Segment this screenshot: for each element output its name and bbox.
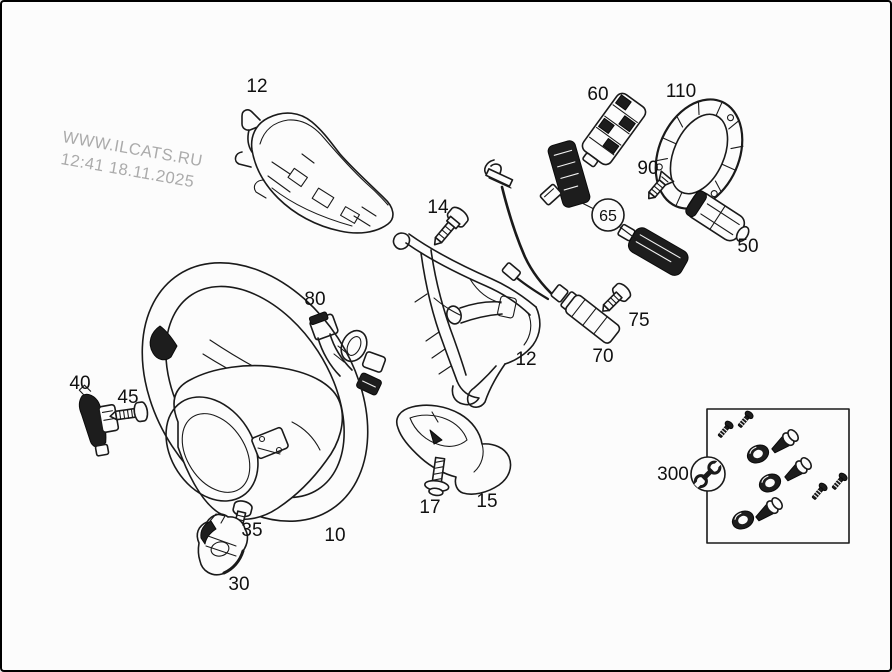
part-label-300: 300: [657, 464, 689, 485]
harness-70-drawing: [484, 159, 621, 344]
part-labels: 12 60 110 90 50 14 80 75 70 12 40 45 35 …: [69, 76, 758, 595]
part-label-75: 75: [628, 310, 649, 331]
contact-ring-110-drawing: [654, 98, 744, 210]
part-label-70: 70: [592, 346, 613, 367]
part-label-30: 30: [228, 574, 249, 595]
watermark: WWW.ILCATS.RU 12:41 18.11.2025: [59, 128, 204, 191]
screw-75-drawing: [602, 282, 632, 312]
part-label-45: 45: [117, 387, 138, 408]
lower-cover-15-drawing: [396, 404, 512, 495]
part-label-10: 10: [324, 525, 345, 546]
part-label-90: 90: [637, 158, 658, 179]
part-12-frame-drawing: [392, 232, 541, 408]
repair-kit-300-drawing: [690, 408, 850, 544]
screw-17-drawing: [424, 456, 450, 497]
steering-wheel-10-drawing: [141, 261, 369, 523]
screw-14-drawing: [433, 206, 469, 246]
part-label-110: 110: [666, 81, 696, 102]
part-label-35: 35: [241, 520, 262, 541]
switch-60-drawing: [581, 92, 647, 168]
switch-assembly-65-drawing: [539, 140, 689, 276]
callout-65: 65: [591, 198, 625, 232]
part-label-60: 60: [587, 84, 608, 105]
part-label-15: 15: [476, 491, 497, 512]
part-label-65: 65: [599, 208, 617, 225]
part-label-80: 80: [304, 289, 325, 310]
switch-50-drawing: [685, 190, 750, 243]
part-label-12-frame: 12: [515, 349, 536, 370]
bracket-40-drawing: [78, 384, 120, 457]
callout-300: [690, 456, 726, 492]
switch-80-drawing: [308, 311, 387, 396]
part-label-40: 40: [69, 373, 90, 394]
cover-30-drawing: [196, 513, 249, 576]
screw-45-drawing: [109, 401, 149, 423]
part-label-12-upper: 12: [246, 76, 267, 97]
screw-90-drawing: [647, 170, 675, 200]
part-label-50: 50: [737, 236, 758, 257]
part-label-17: 17: [419, 497, 440, 518]
part-label-14: 14: [427, 197, 449, 218]
wrench-icon: [693, 460, 722, 489]
part-12-upper-cover-drawing: [234, 109, 394, 234]
